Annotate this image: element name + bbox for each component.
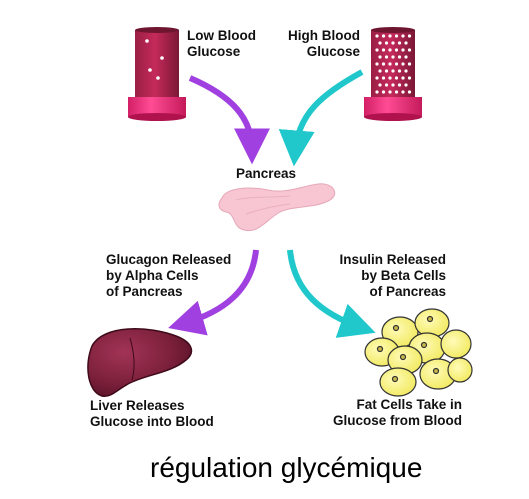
glucose-dot — [407, 34, 412, 38]
glucose-dot — [394, 62, 399, 66]
glucose-dot — [375, 90, 379, 94]
glucose-dot — [381, 90, 386, 94]
liver-icon — [87, 328, 193, 397]
glucose-dot — [391, 41, 395, 45]
glucose-dot — [388, 34, 392, 38]
glucose-dot — [375, 34, 379, 38]
glucose-dot — [401, 90, 405, 94]
glucose-dot — [397, 55, 402, 59]
glucose-dot — [394, 90, 399, 94]
glucose-dot — [407, 76, 412, 80]
glucose-dot — [394, 34, 399, 38]
arrow-high-to-pancreas — [278, 69, 364, 167]
glucose-dot — [401, 48, 405, 52]
glucose-dot — [397, 83, 402, 87]
glucose-dot — [378, 55, 382, 59]
caption-title: régulation glycémique — [150, 452, 423, 483]
glucose-dot — [397, 69, 402, 73]
glucose-dot — [378, 41, 382, 45]
glucose-dot — [391, 83, 395, 87]
glucose-dot — [381, 48, 386, 52]
low-glucose-tube-icon — [128, 27, 186, 121]
glucose-dot — [388, 48, 392, 52]
glucose-dot — [375, 48, 379, 52]
glucose-dot — [384, 41, 389, 45]
glucose-dot — [384, 83, 389, 87]
glucose-dot — [381, 62, 386, 66]
glucose-dot — [388, 76, 392, 80]
glucose-dot — [381, 76, 386, 80]
label-high-blood-glucose: High Blood Glucose — [288, 28, 360, 59]
glucose-dot — [407, 90, 412, 94]
arrow-low-to-pancreas — [188, 75, 270, 165]
glucose-dot — [404, 41, 408, 45]
glucose-dot — [407, 62, 412, 66]
glucose-dot — [404, 69, 408, 73]
glucose-dot — [378, 69, 382, 73]
glucose-dot — [394, 48, 399, 52]
glucose-dot — [375, 62, 379, 66]
glucose-dot — [404, 83, 408, 87]
glucose-dot — [378, 83, 382, 87]
fat-cells-icon — [364, 308, 473, 397]
label-insulin-released: Insulin Released by Beta Cells of Pancre… — [339, 252, 446, 299]
glucose-dot — [401, 34, 405, 38]
label-glucagon-released: Glucagon Released by Alpha Cells of Panc… — [106, 252, 232, 299]
glucose-dot — [388, 90, 392, 94]
glucose-dot — [401, 62, 405, 66]
label-liver-releases: Liver Releases Glucose into Blood — [90, 398, 214, 429]
glucose-dot — [404, 55, 408, 59]
label-fat-cells: Fat Cells Take in Glucose from Blood — [332, 397, 462, 428]
glucose-dot — [384, 55, 389, 59]
glucose-dot — [407, 48, 412, 52]
pancreas-icon — [218, 183, 336, 232]
label-pancreas: Pancreas — [235, 166, 297, 181]
glucose-dot — [381, 34, 386, 38]
glucose-dot — [397, 41, 402, 45]
label-low-blood-glucose: Low Blood Glucose — [187, 28, 256, 59]
high-glucose-tube-icon — [364, 27, 422, 121]
glucose-dot — [394, 76, 399, 80]
arrow-pancreas-to-liver — [168, 249, 259, 336]
arrow-pancreas-to-fat — [287, 249, 376, 338]
glucose-dot — [391, 69, 395, 73]
glucose-dot — [375, 76, 379, 80]
glucose-dot — [388, 62, 392, 66]
glucose-dot — [401, 76, 405, 80]
glucose-dot — [384, 69, 389, 73]
glucose-dot — [391, 55, 395, 59]
